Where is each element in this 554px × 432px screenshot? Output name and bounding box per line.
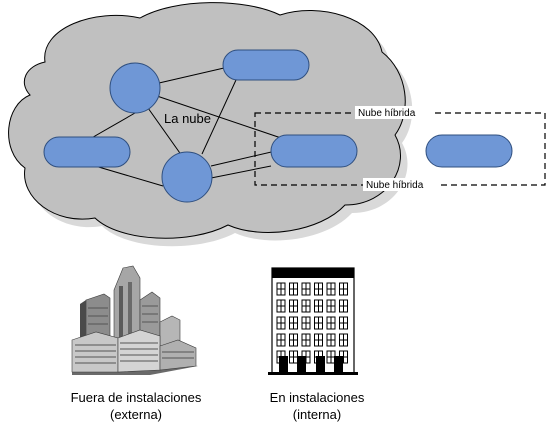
hybrid-label-bottom-bg xyxy=(363,178,439,191)
building-window xyxy=(326,282,336,296)
building-window xyxy=(314,316,323,330)
circle-node xyxy=(161,151,213,203)
building-window xyxy=(326,333,336,347)
pill-node xyxy=(43,136,131,168)
building-door xyxy=(297,356,306,373)
connector-line xyxy=(210,149,281,167)
pill-node xyxy=(270,134,358,168)
connector-line xyxy=(201,79,237,155)
building-door xyxy=(334,356,343,373)
building-window xyxy=(314,282,323,296)
pill-node xyxy=(222,49,310,81)
connector-line xyxy=(87,112,136,141)
circle-node xyxy=(109,62,161,114)
pill-node xyxy=(425,134,513,168)
building-window xyxy=(276,299,286,313)
onsite-caption-line1: En instalaciones xyxy=(270,390,365,405)
building-window xyxy=(276,333,286,347)
building-window xyxy=(339,299,348,313)
building-window xyxy=(276,316,286,330)
building-window xyxy=(326,316,336,330)
building-window xyxy=(289,299,298,313)
building-window xyxy=(301,299,311,313)
offsite-caption-line1: Fuera de instalaciones xyxy=(71,390,202,405)
cloud-label: La nube xyxy=(164,111,211,126)
building-window xyxy=(314,299,323,313)
building-window xyxy=(326,299,336,313)
office-building-icon xyxy=(268,267,358,375)
hybrid-label-bottom: Nube híbrida xyxy=(366,180,424,191)
hybrid-label-top-bg xyxy=(355,106,431,119)
building-window xyxy=(301,282,311,296)
building-window xyxy=(276,282,286,296)
building-window xyxy=(314,333,323,347)
connector-line xyxy=(153,94,288,141)
city-skyline-icon xyxy=(71,265,198,375)
building-window xyxy=(301,316,311,330)
onsite-caption-line2: (interna) xyxy=(293,407,341,422)
building-window xyxy=(339,282,348,296)
hybrid-label-top: Nube híbrida xyxy=(358,108,416,119)
building-window xyxy=(339,333,348,347)
cloud-nodes xyxy=(43,49,513,203)
connector-line xyxy=(147,107,183,157)
building-window xyxy=(289,333,298,347)
connector-line xyxy=(210,165,272,179)
building-window xyxy=(289,316,298,330)
building-door xyxy=(279,356,288,373)
connector-line xyxy=(158,67,225,84)
building-window xyxy=(301,333,311,347)
building-door xyxy=(316,356,325,373)
offsite-caption-line2: (externa) xyxy=(110,407,162,422)
building-window xyxy=(289,282,298,296)
building-window xyxy=(339,316,348,330)
